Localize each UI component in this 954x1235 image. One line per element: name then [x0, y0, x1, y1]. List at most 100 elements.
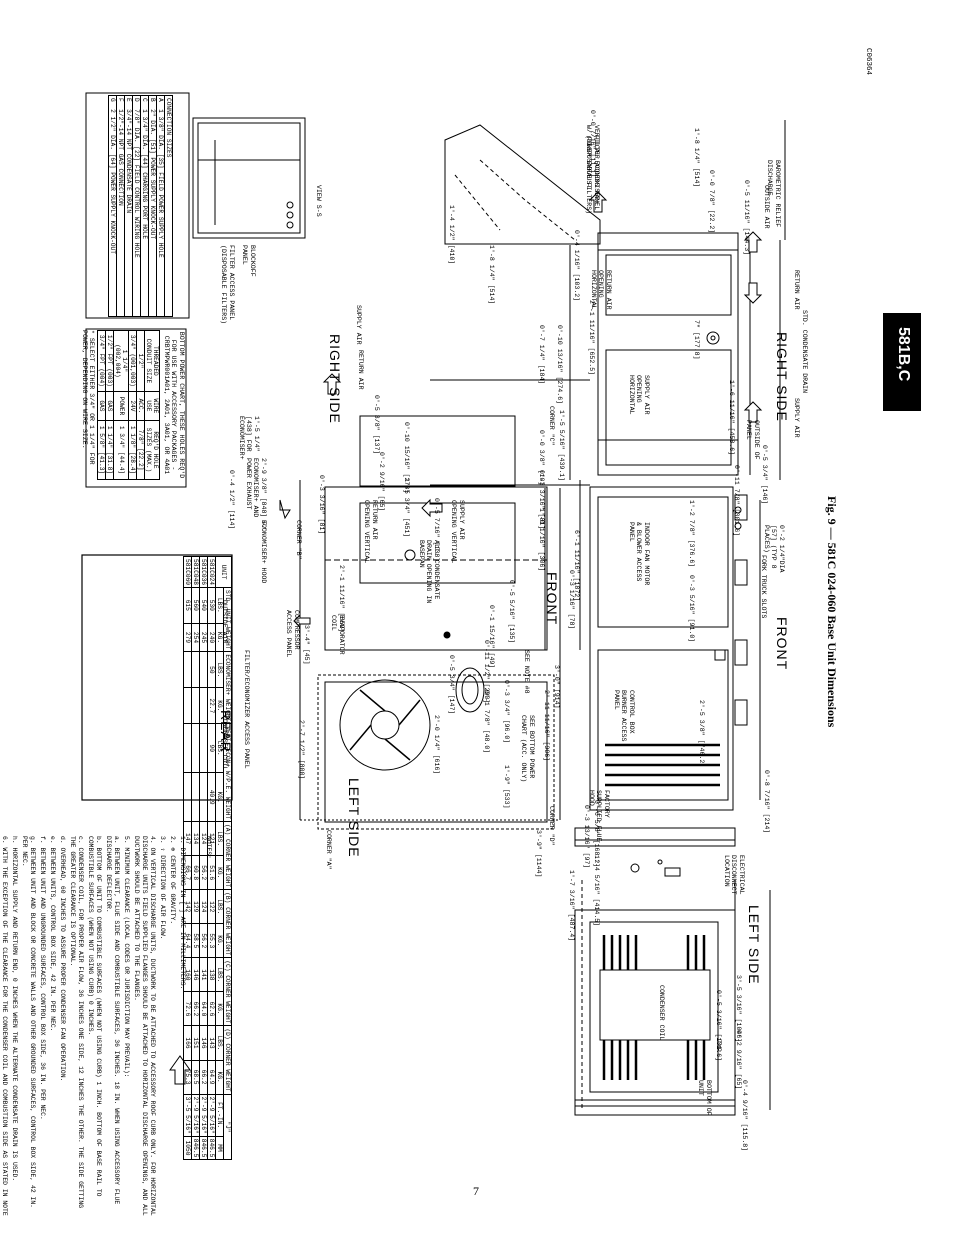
power-cell: 1/2" FPT (003) [105, 330, 114, 392]
connection-row: E 3/4"-14 NPT CONDENSATE DRAIN [124, 95, 133, 317]
right-side-frame [597, 232, 739, 476]
sub-header-cell: KG. [215, 772, 224, 822]
table-cell [191, 687, 200, 724]
table-cell [199, 723, 208, 773]
dim-41: 0'-4 1/16" [103.2] [573, 230, 580, 302]
power-cell: 1 5/8" [41.3] [97, 420, 106, 480]
note-item: h. HORIZONTAL SUPPLY AND RETURN END, 0 I… [11, 836, 18, 1182]
table-cell: 581C060 [183, 556, 192, 588]
view-title-left-side: LEFT SIDE [746, 905, 762, 985]
dim-47: 0'-5 11/16" [144.3] [743, 180, 750, 256]
dim-27: 1'-5 3/4" [451] [403, 478, 410, 538]
page-number: 7 [473, 1184, 479, 1198]
note-item: f. BETWEEN UNIT AND UNGROUNDED SURFACES,… [39, 836, 46, 1120]
note-item: e. BETWEEN UNITS, CONTROL BOX SIDE, 42 I… [49, 836, 56, 1032]
power-cell: 1 3/4" [44.4] [113, 420, 129, 480]
dim-1: 0'-4 9/16" [115.8] [741, 1080, 748, 1152]
power-cell: 3/4" (001,003) [128, 330, 137, 392]
section-tab: 581B,C [883, 313, 921, 411]
dim-11: 2'-0 1/4" [616] [433, 715, 440, 775]
dim-13: 0'-3 3/4" [96.0] [503, 680, 510, 744]
table-cell: 245 [199, 623, 208, 652]
power-cell: 1 1/4" [31.8] [105, 420, 114, 480]
dim-49: 0'-8 7/16" [214] [763, 770, 770, 834]
figure-code: C06364 [864, 48, 872, 76]
table-cell: 279 [183, 623, 192, 652]
table-cell [199, 772, 208, 822]
dim-4: 1'-7 3/16" [487.4] [568, 870, 575, 942]
dim-50: 0'-3 5/16" [91.0] [688, 575, 695, 643]
table-cell [183, 772, 192, 822]
table-cell: 581C024 [207, 556, 216, 588]
table-cell: 530 [207, 587, 216, 624]
label-bottom-of-unit: BOTTOM OF UNIT [697, 1080, 712, 1116]
power-cell: 7/8" [22.2] [136, 420, 145, 480]
note-item: 1. DIMENSIONS IN [ ] ARE IN MILLIMETERS. [179, 836, 186, 990]
airflow-arrow-left [169, 1055, 191, 1085]
table-cell [183, 651, 192, 688]
label-std-condensate-drain: STD. CONDENSATE DRAIN [801, 310, 808, 394]
dim-9: 1'-9" [533] [503, 765, 510, 809]
table-cell: 254 [191, 623, 200, 652]
label-corner-c: CORNER "C" [548, 406, 555, 446]
note-item: d. OVERHEAD, 60 INCHES TO ASSURE PROPER … [59, 836, 66, 1082]
view-title-left-side-2: LEFT SIDE [346, 778, 362, 858]
view-title-front: FRONT [544, 572, 560, 626]
label-econ-1-5: 1'-5 1/4" [438] FOR ECONOMISER+ [237, 416, 260, 460]
note-item: 2. ⊕ CENTER OF GRAVITY. [169, 836, 176, 925]
power-chart-footnote: * SELECT EITHER 3/4" OR 1 1/4" FOR POWER… [80, 330, 96, 465]
dim-33: 0'-0 3/8" [10] [538, 430, 545, 486]
connection-row: A 1 3/8" DIA. [35] FIELD POWER SUPPLY HO… [156, 95, 165, 317]
notes-title: NOTES: [205, 836, 212, 860]
dim-8: 3'-9" [1144] [535, 830, 542, 878]
table-cell [191, 651, 200, 688]
label-supply-air-horizontal: SUPPLY AIR OPENING HORIZONTAL [627, 375, 650, 415]
label-corner-d: CORNER "D" [548, 806, 555, 846]
power-chart-title: BOTTOM POWER CHART, THESE HOLES REQ'D FO… [162, 331, 185, 479]
view-title-ss: VIEW S-S [315, 185, 322, 217]
note-item: 4. ON VERTICAL DISCHARGE UNITS, DUCTWORK… [133, 836, 156, 1216]
label-condenser-coil: CONDENSER COIL [658, 985, 665, 1041]
table-cell: 22.7 [207, 687, 216, 724]
power-cell: GAS [97, 391, 106, 421]
dim-31: 0'-4 1/2" [114] [228, 470, 235, 530]
label-control-box: CONTROL BOX BURNER ACCESS PANEL [612, 690, 635, 742]
dim-16: 3'-0" [914] [553, 665, 560, 709]
dim-10: 2'-7 1/2" [800] [298, 720, 305, 780]
table-cell: 90 [207, 723, 216, 773]
table-cell: 40.9 [207, 772, 216, 822]
power-cell: 24V [128, 391, 137, 421]
table-cell: 581C048 [191, 556, 200, 588]
dim-28: 0'-5 7/16" [138] [433, 498, 440, 562]
dim-34: 1'-5 5/16" [439.1] [558, 410, 565, 482]
table-cell [199, 687, 208, 724]
label-supply-air-2: SUPPLY AIR [793, 398, 800, 438]
dim-6: 0'-6 5/8" [168.2] [593, 800, 600, 868]
label-dia-holes: 0'-2 1/4"DIA [57] (TYP 8 PLACES) [762, 525, 785, 573]
label-corner-b: CORNER "B" [295, 520, 302, 560]
view-title-right-side-2: RIGHT SIDE [774, 332, 790, 422]
note-item: c. CONDENSER COIL, FOR PROPER AIR FLOW, … [69, 836, 84, 1208]
label-supply-air: SUPPLY AIR [355, 305, 362, 345]
label-return-air-2: RETURN AIR [793, 270, 800, 310]
label-condenser-coil-rear: CONDENSER COIL [221, 715, 228, 771]
power-th-wire: WIRE USE [144, 391, 160, 421]
front-view-frame [589, 486, 734, 811]
dim-17: 2'-11 11/16" [906] [543, 690, 550, 762]
label-outside-of-panel: OUTSIDE OF PANEL [745, 420, 760, 460]
connection-sizes-title: CONNECTION SIZES [164, 95, 173, 317]
label-electrical-disconnect: ELECTRICAL DISCONNECT LOCATION [722, 855, 745, 895]
th-unit: UNIT [215, 556, 232, 588]
label-filter-econ-panel: FILTER/ECONOMIZER ACCESS PANEL [243, 650, 250, 769]
dim-24: 2'-1 11/16" [652] [338, 565, 345, 633]
power-th-conduit: THREADED CONDUIT SIZE [144, 330, 160, 392]
table-cell [183, 687, 192, 724]
label-compressor-panel: COMPRESSOR ACCESS PANEL [285, 610, 300, 658]
note-item: a. BETWEEN UNIT, FLUE SIDE AND COMBUSTIB… [105, 836, 120, 1205]
note-item: 3. ⇧ DIRECTION OF AIR FLOW. [159, 836, 166, 940]
note-item: 5. MINIMUM CLEARANCE (LOCAL CODES OR JUR… [123, 836, 130, 1078]
power-cell: 1/2" [136, 330, 145, 392]
